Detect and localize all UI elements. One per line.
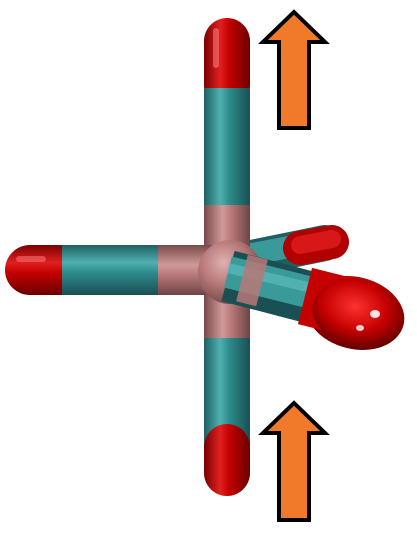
arrow-upper: [258, 9, 330, 130]
bond-left: [5, 245, 220, 295]
bond-up: [204, 18, 250, 265]
arrow-lower: [258, 400, 330, 522]
bond-down: [204, 285, 250, 496]
bond-front-right: [221, 250, 405, 350]
